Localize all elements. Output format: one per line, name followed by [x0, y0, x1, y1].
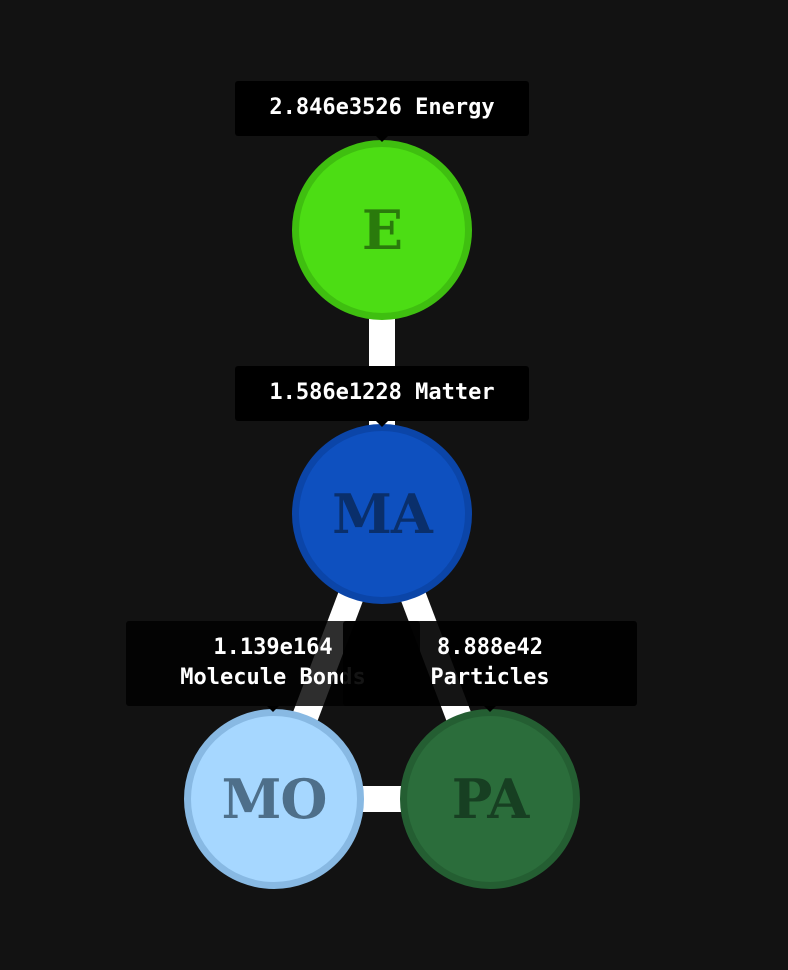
- particles-node[interactable]: PA: [400, 709, 580, 889]
- matter-tooltip: 1.586e1228 Matter: [235, 366, 529, 427]
- energy-node[interactable]: E: [292, 140, 472, 320]
- energy-tooltip: 2.846e3526 Energy: [235, 81, 529, 142]
- matter-node-label: MA: [332, 482, 433, 546]
- particles-node-label: PA: [451, 767, 530, 831]
- particles-name: Particles: [430, 665, 550, 690]
- matter-name: Matter: [415, 380, 495, 405]
- molecule-node-label: MO: [221, 767, 328, 831]
- matter-node[interactable]: MA: [292, 424, 472, 604]
- particles-amount: 8.888e42: [437, 635, 543, 660]
- particles-tooltip: 8.888e42 Particles: [343, 621, 637, 712]
- molecule-amount: 1.139e164: [213, 635, 333, 660]
- molecule-name: Molecule Bonds: [180, 665, 366, 690]
- molecule-node[interactable]: MO: [184, 709, 364, 889]
- energy-amount: 2.846e3526: [269, 95, 402, 120]
- matter-amount: 1.586e1228: [269, 380, 402, 405]
- energy-name: Energy: [415, 95, 495, 120]
- energy-node-label: E: [361, 198, 403, 262]
